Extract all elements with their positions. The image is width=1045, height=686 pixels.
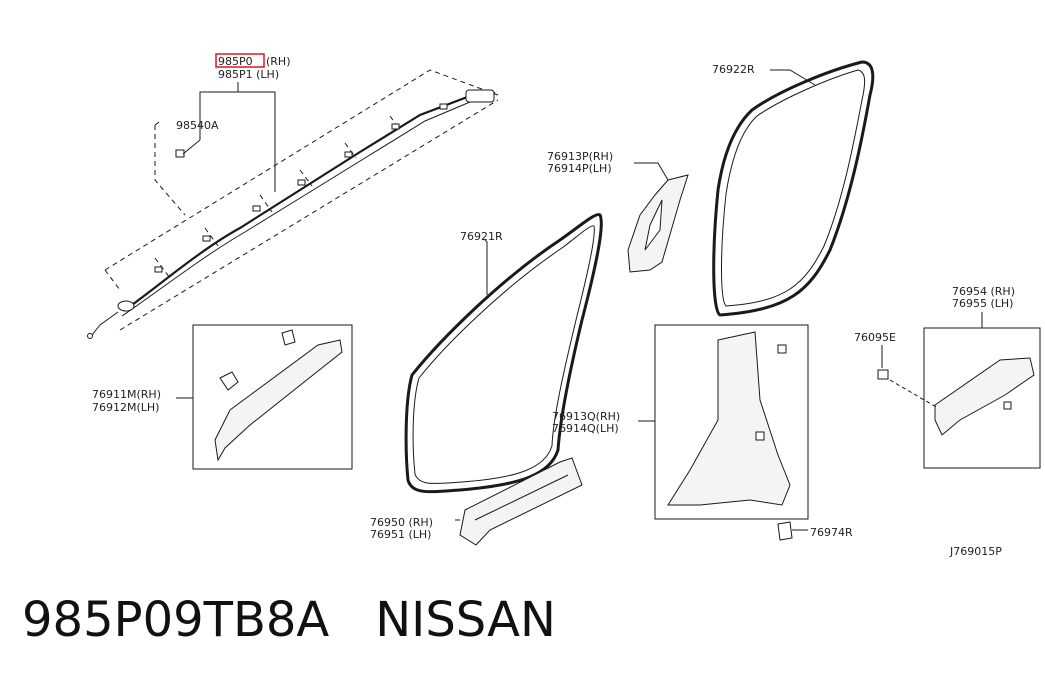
front-door-weatherstrip-part — [404, 213, 603, 494]
curtain-airbag-part — [87, 69, 499, 339]
label-985P0-side: (RH) — [266, 55, 291, 68]
diagram-code: J769015P — [949, 545, 1002, 558]
label-76955: 76955 (LH) — [952, 297, 1013, 310]
label-76951: 76951 (LH) — [370, 528, 431, 541]
label-76095E: 76095E — [854, 331, 896, 344]
label-985P0: 985P0 — [218, 55, 253, 68]
highlight-box — [215, 53, 265, 68]
brand-name: NISSAN — [375, 592, 556, 648]
caption: 985P09TB8A NISSAN — [22, 592, 556, 648]
label-76950: 76950 (RH) — [370, 516, 433, 529]
upper-pillar-trim-part — [627, 162, 689, 273]
label-76954: 76954 (RH) — [952, 285, 1015, 298]
label-76911M: 76911M(RH) — [92, 388, 161, 401]
part-number: 985P09TB8A — [22, 592, 330, 648]
kicking-plate-part — [455, 457, 583, 546]
label-76913P: 76913P(RH) — [547, 150, 613, 163]
label-76921R: 76921R — [460, 230, 503, 243]
label-985P1: 985P1 (LH) — [218, 68, 279, 81]
label-98540A: 98540A — [176, 119, 219, 132]
label-76922R: 76922R — [712, 63, 755, 76]
label-76912M: 76912M(LH) — [92, 401, 159, 414]
lower-pillar-trim-box — [638, 324, 809, 520]
step-plate-box — [877, 312, 1041, 469]
small-clip-part — [777, 521, 808, 541]
a-pillar-trim-box — [176, 324, 353, 470]
label-76914Q: 76914Q(LH) — [552, 422, 619, 435]
label-76974R: 76974R — [810, 526, 853, 539]
rear-door-weatherstrip-part — [712, 60, 875, 317]
label-76914P: 76914P(LH) — [547, 162, 612, 175]
label-76913Q: 76913Q(RH) — [552, 410, 620, 423]
